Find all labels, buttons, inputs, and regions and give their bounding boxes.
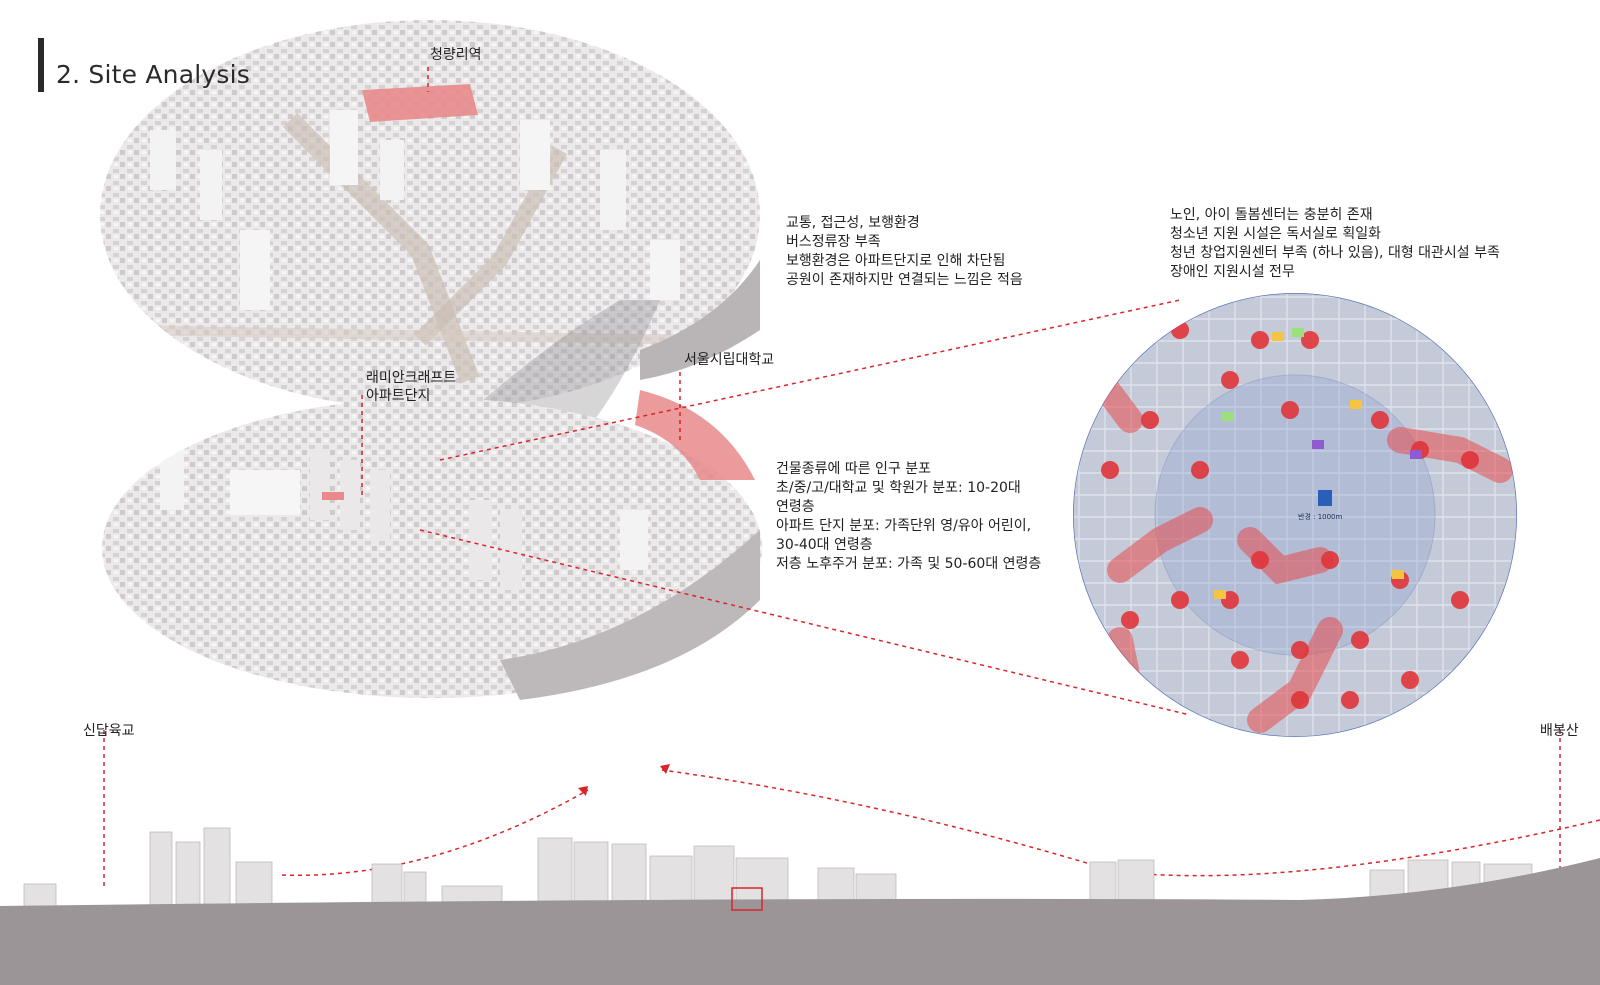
facility-note: 청년 창업지원센터 부족 (하나 있음), 대형 대관시설 부족 <box>1170 245 1500 261</box>
skyline-section <box>0 827 1600 985</box>
apartment-highlight <box>322 492 344 500</box>
site-marker <box>731 887 763 911</box>
lower-city-model <box>102 390 762 700</box>
apartment-label: 래미안크래프트 아파트단지 <box>366 369 456 405</box>
mountain-label: 배봉산 <box>1540 723 1579 739</box>
population-note: 아파트 단지 분포: 가족단위 영/유아 어린이, <box>776 518 1032 534</box>
transport-note: 교통, 접근성, 보행환경 <box>786 215 920 231</box>
arrowheads <box>578 764 670 796</box>
header-accent-bar <box>38 38 44 92</box>
apartment-label-line1: 래미안크래프트 <box>366 370 457 386</box>
population-note: 건물종류에 따른 인구 분포 <box>776 461 932 477</box>
transport-note: 공원이 존재하지만 연결되는 느낌은 적음 <box>786 272 1023 288</box>
upper-city-model <box>100 20 760 410</box>
facility-note: 장애인 지원시설 전무 <box>1170 264 1295 280</box>
population-note: 저층 노후주거 분포: 가족 및 50-60대 연령층 <box>776 556 1042 572</box>
transport-note: 버스정류장 부족 <box>786 234 881 250</box>
university-highlight <box>635 390 755 480</box>
facility-note: 청소년 지원 시설은 독서실로 획일화 <box>1170 226 1381 242</box>
facility-note: 노인, 아이 돌봄센터는 충분히 존재 <box>1170 207 1373 223</box>
university-label: 서울시립대학교 <box>684 352 775 368</box>
facility-notes: 노인, 아이 돌봄센터는 충분히 존재 청소년 지원 시설은 독서실로 획일화 … <box>1170 206 1500 282</box>
station-highlight <box>362 84 478 122</box>
facility-radius-map: 반경 : 1000m <box>1073 293 1517 737</box>
transport-notes: 교통, 접근성, 보행환경 버스정류장 부족 보행환경은 아파트단지로 인해 차… <box>786 214 1023 290</box>
population-note: 30-40대 연령층 <box>776 537 873 553</box>
population-note: 연령층 <box>776 499 815 515</box>
transport-note: 보행환경은 아파트단지로 인해 차단됨 <box>786 253 1006 269</box>
bridge-label: 신답육교 <box>83 723 135 739</box>
apartment-label-line2: 아파트단지 <box>366 388 431 404</box>
leader-lines <box>103 67 1600 892</box>
center-marker <box>1318 490 1332 506</box>
population-note: 초/중/고/대학교 및 학원가 분포: 10-20대 <box>776 480 1021 496</box>
radius-label: 반경 : 1000m <box>1298 512 1343 521</box>
page-title: 2. Site Analysis <box>56 60 250 89</box>
population-notes: 건물종류에 따른 인구 분포 초/중/고/대학교 및 학원가 분포: 10-20… <box>776 460 1041 574</box>
station-label: 청량리역 <box>430 47 482 63</box>
